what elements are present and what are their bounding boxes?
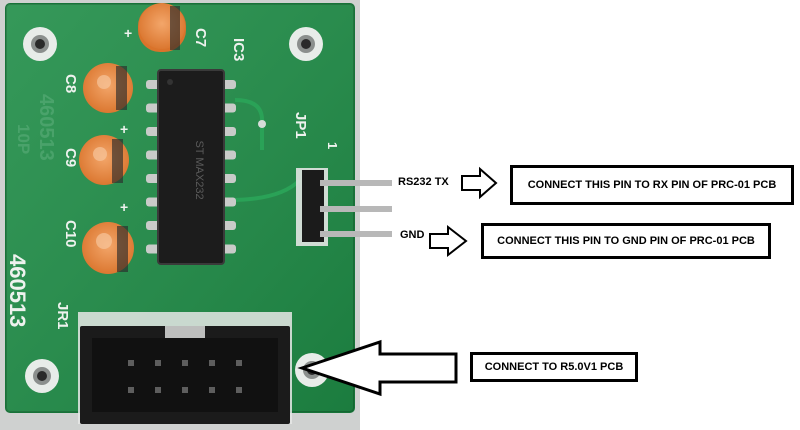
jr1-pin <box>128 387 134 393</box>
mounting-hole-top-right <box>289 27 323 61</box>
silk-c7: C7 <box>192 28 209 47</box>
trace <box>229 178 302 202</box>
r5-instruction-callout: CONNECT TO R5.0V1 PCB <box>470 352 638 382</box>
jp1-pin-tx <box>320 180 392 186</box>
silk-rev: 10P <box>14 124 33 154</box>
ic-pin <box>222 197 236 207</box>
silk-jp1: JP1 <box>292 112 309 139</box>
ic-pin <box>222 127 236 136</box>
silk-plus-c7: + <box>124 25 132 41</box>
jp1-pin-middle <box>320 206 392 212</box>
ic-pin <box>146 150 160 160</box>
ic-pin <box>222 150 236 160</box>
jr1-pin <box>128 360 134 366</box>
jp1-header <box>296 168 392 246</box>
jr1-pin <box>236 387 242 393</box>
silk-board-id: 460513 <box>5 254 30 327</box>
ic-pin <box>146 80 160 89</box>
ic-pin <box>146 127 160 136</box>
jr1-pin <box>209 360 215 366</box>
jr1-pin <box>182 387 188 393</box>
ic-pin <box>146 197 160 207</box>
silk-c10: C10 <box>62 220 79 248</box>
arrow-left-r5-icon <box>297 339 458 397</box>
ic-pin <box>146 103 160 113</box>
arrow-right-tx-icon <box>461 166 498 200</box>
gnd-label: GND <box>400 229 425 241</box>
silk-c8: C8 <box>62 74 79 93</box>
chip-marking: ST MAX232 <box>193 140 205 199</box>
silk-board-id-faint: 460513 <box>35 94 57 161</box>
jr1-connector <box>78 312 292 424</box>
ic-pin <box>146 221 160 230</box>
silk-plus-c9: + <box>120 121 128 137</box>
ic-pin <box>222 103 236 113</box>
tx-instruction-callout: CONNECT THIS PIN TO RX PIN OF PRC-01 PCB <box>510 165 794 205</box>
silk-plus-c10: + <box>120 199 128 215</box>
ic-pin <box>222 221 236 230</box>
capacitor-c10 <box>82 222 134 274</box>
mounting-hole-bottom-left <box>25 359 59 393</box>
trace <box>234 98 264 150</box>
silk-pin1: 1 <box>325 142 340 149</box>
ic-pin <box>222 244 236 254</box>
jr1-pin <box>155 360 161 366</box>
silk-ic3: IC3 <box>230 38 247 61</box>
jr1-pin <box>182 360 188 366</box>
ic-pin <box>146 174 160 183</box>
mounting-hole-top-left <box>23 27 57 61</box>
via <box>258 120 266 128</box>
silk-c9: C9 <box>62 148 79 167</box>
capacitor-c7 <box>138 3 186 52</box>
ic-pin <box>222 80 236 89</box>
jr1-pin <box>155 387 161 393</box>
ic-pin <box>146 244 160 254</box>
rs232-tx-label: RS232 TX <box>398 176 449 188</box>
jp1-pin-gnd <box>320 231 392 237</box>
arrow-right-gnd-icon <box>429 224 468 258</box>
gnd-instruction-callout: CONNECT THIS PIN TO GND PIN OF PRC-01 PC… <box>481 223 771 259</box>
capacitor-c8 <box>83 63 133 113</box>
silk-jr1: JR1 <box>54 302 71 330</box>
ic-pin <box>222 174 236 183</box>
capacitor-c9 <box>79 135 129 185</box>
jr1-pin <box>236 360 242 366</box>
jr1-pin <box>209 387 215 393</box>
ic-chip-ic3: ST MAX232 <box>146 69 236 265</box>
